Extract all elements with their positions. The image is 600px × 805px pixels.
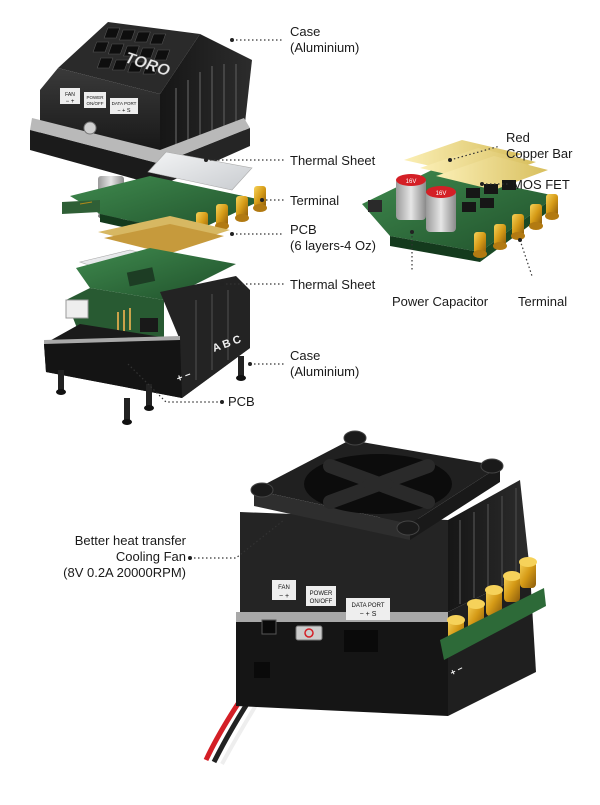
thermal-sheet-top — [147, 151, 253, 191]
label-cooling-fan-line3: (8V 0.2A 20000RPM) — [63, 565, 186, 580]
fan-signs-top: − + — [66, 99, 75, 105]
label-case-top: Case (Aluminium) — [290, 24, 359, 56]
terminals-right — [473, 194, 559, 258]
label-thermal-sheet-bottom: Thermal Sheet — [290, 277, 376, 292]
data-port-label-top: DATA PORT — [112, 101, 137, 106]
mos-fets — [462, 180, 516, 212]
power-capacitors: 16V 16V — [396, 174, 456, 232]
label-case-top-line2: (Aluminium) — [290, 40, 360, 55]
label-mos-fet: MOS FET — [512, 177, 570, 192]
label-case-top-line1: Case — [290, 24, 321, 39]
label-case-bottom-line2: (Aluminium) — [290, 364, 360, 379]
label-red-copper-bar: Red Copper Bar — [506, 130, 572, 162]
leader-lines — [127, 38, 533, 560]
label-cooling-fan-line2: Cooling Fan — [115, 549, 186, 564]
fan-signs: − + — [279, 593, 289, 600]
label-terminal-right: Terminal — [518, 294, 568, 309]
fan-label-top: FAN — [65, 92, 75, 98]
bottom-case: A B C + − — [44, 276, 250, 425]
label-thermal-sheet-top: Thermal Sheet — [290, 153, 376, 168]
top-case: FAN − + POWER ON/OFF DATA PORT − + S TOR… — [30, 22, 252, 186]
label-pcb-bottom: PCB — [228, 394, 255, 409]
polarity-signs: + − — [175, 369, 192, 384]
label-pcb-top: PCB (6 layers-4 Oz) — [290, 222, 376, 254]
label-power-capacitor: Power Capacitor — [392, 294, 489, 309]
data-port-signs: − + S — [360, 611, 377, 618]
power-sub-top: ON/OFF — [87, 101, 104, 106]
case-front-labels: FAN − + POWER ON/OFF DATA PORT − + S — [60, 88, 138, 114]
label-pcb-top-line2: (6 layers-4 Oz) — [290, 238, 376, 253]
data-port-label: DATA PORT — [351, 603, 384, 609]
label-pcb-top-line1: PCB — [290, 222, 317, 237]
assembled-esc: FAN − + POWER ON/OFF DATA PORT − + S + − — [203, 430, 546, 765]
capacitor-text-2: 16V — [436, 191, 447, 197]
pcb-copper-layers — [98, 216, 230, 254]
label-terminal-left: Terminal — [290, 193, 340, 208]
fan-label: FAN — [278, 585, 290, 591]
label-red-copper-bar-line1: Red — [506, 130, 530, 145]
power-label: POWER — [310, 591, 333, 597]
label-red-copper-bar-line2: Copper Bar — [506, 146, 573, 161]
data-port-signs-top: − + S — [117, 108, 130, 114]
power-sub: ON/OFF — [310, 599, 333, 605]
capacitor-text-1: 16V — [406, 179, 417, 185]
label-cooling-fan-line1: Better heat transfer — [74, 533, 186, 548]
label-cooling-fan: Better heat transfer Cooling Fan (8V 0.2… — [20, 533, 186, 581]
label-case-bottom-line1: Case — [290, 348, 321, 363]
power-label-top: POWER — [86, 95, 104, 100]
label-case-bottom: Case (Aluminium) — [290, 348, 359, 380]
